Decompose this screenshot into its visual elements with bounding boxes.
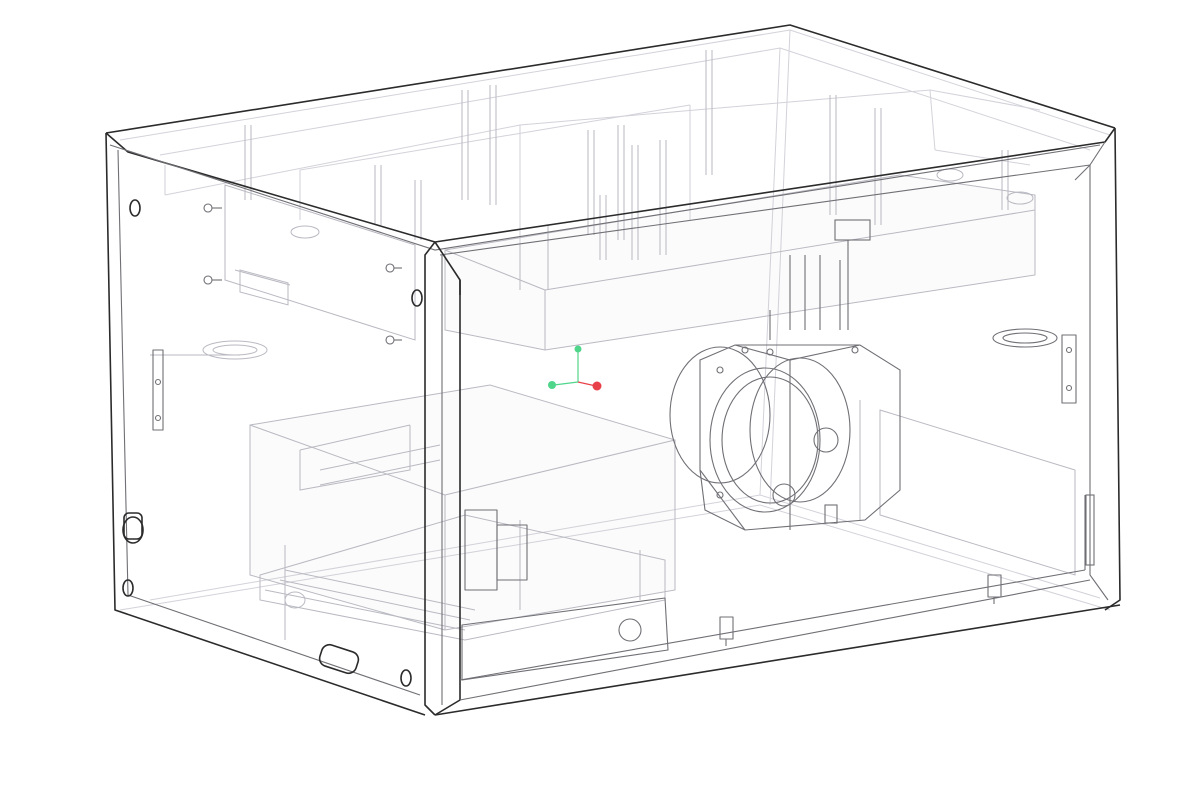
hidden-geometry bbox=[119, 29, 1111, 611]
axis-x-handle[interactable] bbox=[592, 381, 602, 391]
fan-assembly bbox=[669, 219, 901, 531]
internal-components bbox=[150, 50, 1076, 641]
axis-z-handle[interactable] bbox=[548, 381, 556, 389]
axis-triad[interactable] bbox=[548, 345, 602, 391]
enclosure-shell bbox=[105, 24, 1121, 716]
axis-y-handle[interactable] bbox=[574, 345, 582, 353]
hardware-features bbox=[122, 199, 1077, 687]
